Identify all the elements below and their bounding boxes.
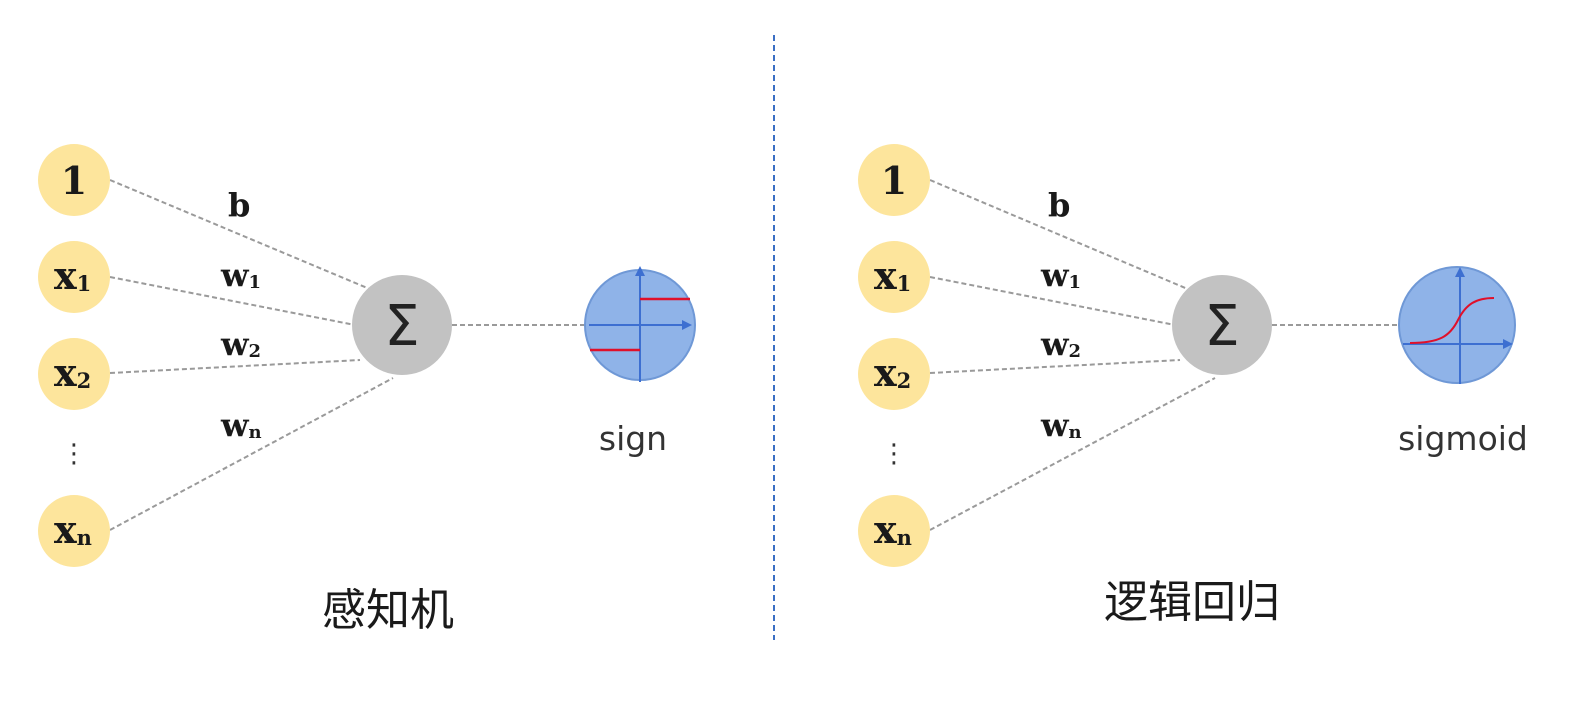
input-x2-label: x2 [874, 350, 911, 395]
perceptron-caption: 感知机 [322, 585, 454, 636]
weight-w1: w1 [220, 256, 261, 294]
input-node-xn [38, 495, 110, 567]
edge-x2-to-sum [109, 359, 361, 374]
input-node-x1 [38, 241, 110, 313]
input-xn-label: xn [54, 507, 92, 552]
input-x1-label: x1 [874, 253, 911, 298]
perceptron-weights: b w1 w2 wn [220, 186, 262, 444]
input-node-x2 [38, 338, 110, 410]
input-bias-label: 1 [61, 158, 87, 203]
sum-circle [352, 275, 452, 375]
logistic-weights: b w1 w2 wn [1040, 186, 1082, 444]
input-x2-label: x2 [54, 350, 91, 395]
logistic-inputs: 1 x1 x2 ⋮ xn [858, 144, 930, 567]
logistic-caption: 逻辑回归 [1104, 577, 1280, 628]
input-node-x2 [858, 338, 930, 410]
weight-wn: wn [1040, 406, 1082, 444]
weight-b: b [228, 186, 250, 224]
input-ellipsis: ⋮ [881, 439, 907, 469]
step-function-icon [584, 266, 696, 382]
edge-x2-to-sum [929, 359, 1181, 374]
sigmoid-curve-icon [1398, 266, 1516, 384]
logistic-sum-node: Σ [1172, 275, 1272, 375]
edge-x1-to-sum [109, 276, 356, 326]
weight-b: b [1048, 186, 1070, 224]
activation-label-sign: sign [599, 419, 667, 458]
perceptron-edges [109, 179, 585, 531]
perceptron-inputs: 1 x1 x2 ⋮ xn [38, 144, 110, 567]
input-x1-label: x1 [54, 253, 91, 298]
weight-wn: wn [220, 406, 262, 444]
weight-w1: w1 [1040, 256, 1081, 294]
logistic-edges [929, 179, 1398, 531]
edge-xn-to-sum [109, 377, 394, 531]
input-node-x1 [858, 241, 930, 313]
sum-circle [1172, 275, 1272, 375]
sigma-icon: Σ [384, 294, 419, 359]
input-ellipsis: ⋮ [61, 439, 87, 469]
perceptron-panel: 1 x1 x2 ⋮ xn b w1 w2 wn Σ [38, 144, 696, 636]
edge-xn-to-sum [929, 377, 1216, 531]
input-node-bias [38, 144, 110, 216]
perceptron-sum-node: Σ [352, 275, 452, 375]
edge-bias-to-sum [929, 179, 1191, 291]
input-node-bias [858, 144, 930, 216]
input-bias-label: 1 [881, 158, 907, 203]
input-node-xn [858, 495, 930, 567]
weight-w2: w2 [220, 325, 261, 363]
edge-x1-to-sum [929, 276, 1176, 326]
sigma-icon: Σ [1204, 294, 1239, 359]
weight-w2: w2 [1040, 325, 1081, 363]
logistic-panel: 1 x1 x2 ⋮ xn b w1 w2 wn Σ [858, 144, 1528, 628]
edge-bias-to-sum [109, 179, 373, 291]
input-xn-label: xn [874, 507, 912, 552]
activation-label-sigmoid: sigmoid [1398, 419, 1528, 458]
